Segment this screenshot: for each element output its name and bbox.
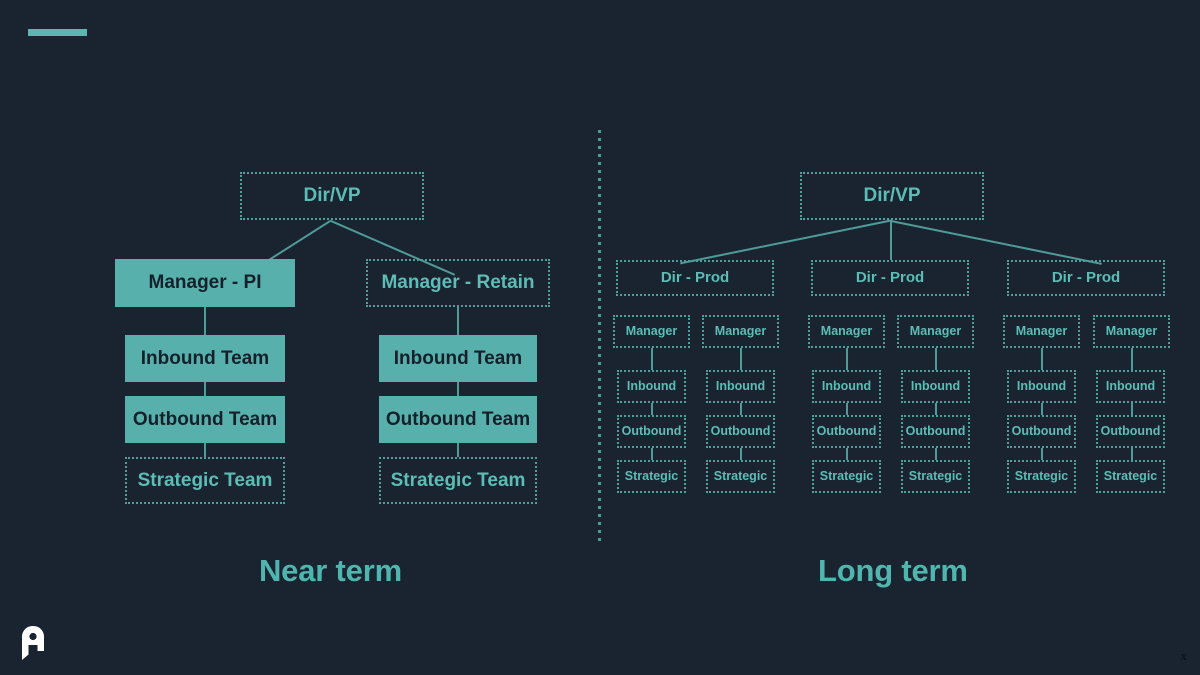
connector-long-d1-m1-outbound-to-strategic bbox=[651, 448, 653, 460]
long-director-2[interactable]: Dir - Prod bbox=[811, 260, 969, 296]
long-d2-m1-inbound[interactable]: Inbound bbox=[812, 370, 881, 403]
near-manager-pi[interactable]: Manager - PI bbox=[115, 259, 295, 307]
long-d2-m2-inbound[interactable]: Inbound bbox=[901, 370, 970, 403]
connector-long-d2-m2-to-inbound bbox=[935, 348, 937, 370]
connector-near-b1-outbound-to-strategic bbox=[204, 443, 206, 457]
section-divider bbox=[598, 130, 601, 542]
near-b2-strategic-team[interactable]: Strategic Team bbox=[379, 457, 537, 504]
connector-long-d1-m1-inbound-to-outbound bbox=[651, 403, 653, 415]
connector-long-d3-m2-to-inbound bbox=[1131, 348, 1133, 370]
connector-near-b1-manager-to-inbound bbox=[204, 307, 206, 335]
long-d3-m1-outbound[interactable]: Outbound bbox=[1007, 415, 1076, 448]
connector-near-b1-inbound-to-outbound bbox=[204, 382, 206, 396]
connector-near-b2-manager-to-inbound bbox=[457, 307, 459, 335]
connector-long-d3-m2-outbound-to-strategic bbox=[1131, 448, 1133, 460]
long-d3-m2-inbound[interactable]: Inbound bbox=[1096, 370, 1165, 403]
near-b1-outbound-team[interactable]: Outbound Team bbox=[125, 396, 285, 443]
long-d1-m2-inbound[interactable]: Inbound bbox=[706, 370, 775, 403]
connector-long-d3-m1-inbound-to-outbound bbox=[1041, 403, 1043, 415]
near-b2-inbound-team[interactable]: Inbound Team bbox=[379, 335, 537, 382]
connector-long-root-to-director-2 bbox=[890, 220, 892, 260]
long-d2-manager-1[interactable]: Manager bbox=[808, 315, 885, 348]
connector-long-d3-m1-outbound-to-strategic bbox=[1041, 448, 1043, 460]
long-term-caption: Long term bbox=[818, 553, 968, 588]
long-d3-m1-strategic[interactable]: Strategic bbox=[1007, 460, 1076, 493]
near-b1-inbound-team[interactable]: Inbound Team bbox=[125, 335, 285, 382]
long-d2-m1-strategic[interactable]: Strategic bbox=[812, 460, 881, 493]
connector-long-d3-m1-to-inbound bbox=[1041, 348, 1043, 370]
near-b1-strategic-team[interactable]: Strategic Team bbox=[125, 457, 285, 504]
long-d2-m2-outbound[interactable]: Outbound bbox=[901, 415, 970, 448]
connector-long-d1-m2-inbound-to-outbound bbox=[740, 403, 742, 415]
connector-long-d1-m1-to-inbound bbox=[651, 348, 653, 370]
near-term-caption: Near term bbox=[259, 553, 402, 588]
long-director-1[interactable]: Dir - Prod bbox=[616, 260, 774, 296]
connector-long-d1-m2-to-inbound bbox=[740, 348, 742, 370]
long-d1-m2-outbound[interactable]: Outbound bbox=[706, 415, 775, 448]
near-b2-outbound-team[interactable]: Outbound Team bbox=[379, 396, 537, 443]
long-root-dir-vp[interactable]: Dir/VP bbox=[800, 172, 984, 220]
long-d1-m2-strategic[interactable]: Strategic bbox=[706, 460, 775, 493]
connector-near-b2-outbound-to-strategic bbox=[457, 443, 459, 457]
connector-long-d2-m1-inbound-to-outbound bbox=[846, 403, 848, 415]
connector-long-d2-m2-inbound-to-outbound bbox=[935, 403, 937, 415]
corner-mark: x bbox=[1180, 648, 1188, 663]
connector-long-d3-m2-inbound-to-outbound bbox=[1131, 403, 1133, 415]
connector-long-d2-m1-outbound-to-strategic bbox=[846, 448, 848, 460]
near-manager-retain[interactable]: Manager - Retain bbox=[366, 259, 550, 307]
connector-long-root-to-director-1 bbox=[680, 220, 892, 265]
long-d1-m1-outbound[interactable]: Outbound bbox=[617, 415, 686, 448]
long-d3-manager-1[interactable]: Manager bbox=[1003, 315, 1080, 348]
long-d3-m1-inbound[interactable]: Inbound bbox=[1007, 370, 1076, 403]
long-d3-manager-2[interactable]: Manager bbox=[1093, 315, 1170, 348]
accent-bar bbox=[28, 29, 87, 36]
long-d2-m1-outbound[interactable]: Outbound bbox=[812, 415, 881, 448]
connector-long-root-to-director-3 bbox=[890, 220, 1102, 265]
long-d1-m1-strategic[interactable]: Strategic bbox=[617, 460, 686, 493]
connector-near-b2-inbound-to-outbound bbox=[457, 382, 459, 396]
connector-long-d1-m2-outbound-to-strategic bbox=[740, 448, 742, 460]
long-d1-m1-inbound[interactable]: Inbound bbox=[617, 370, 686, 403]
long-d1-manager-1[interactable]: Manager bbox=[613, 315, 690, 348]
long-d3-m2-outbound[interactable]: Outbound bbox=[1096, 415, 1165, 448]
brand-logo-icon bbox=[22, 626, 44, 660]
long-director-3[interactable]: Dir - Prod bbox=[1007, 260, 1165, 296]
long-d3-m2-strategic[interactable]: Strategic bbox=[1096, 460, 1165, 493]
connector-long-d2-m2-outbound-to-strategic bbox=[935, 448, 937, 460]
connector-long-d2-m1-to-inbound bbox=[846, 348, 848, 370]
near-root-dir-vp[interactable]: Dir/VP bbox=[240, 172, 424, 220]
long-d2-manager-2[interactable]: Manager bbox=[897, 315, 974, 348]
long-d1-manager-2[interactable]: Manager bbox=[702, 315, 779, 348]
long-d2-m2-strategic[interactable]: Strategic bbox=[901, 460, 970, 493]
